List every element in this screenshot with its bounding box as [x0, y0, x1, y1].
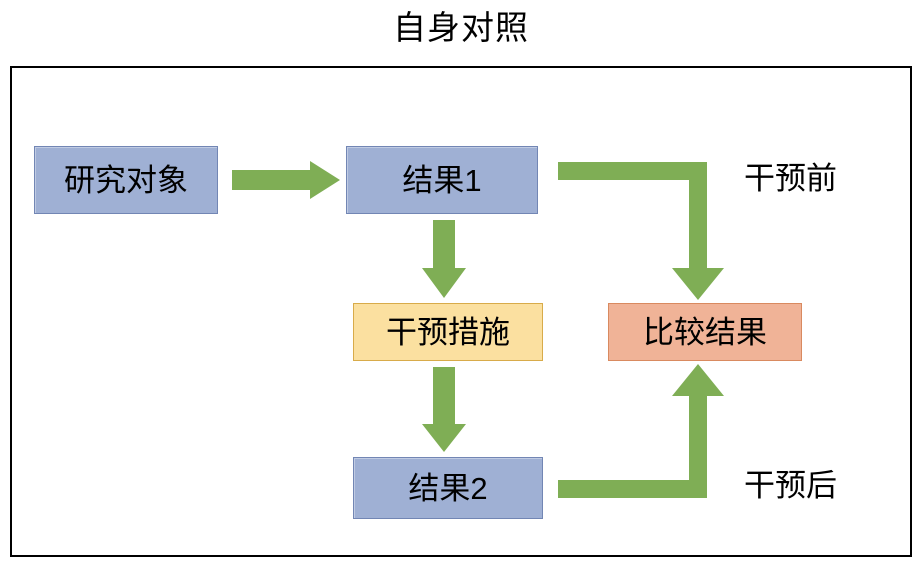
label-after-intervention: 干预后 [744, 468, 837, 503]
node-subject[interactable]: 研究对象 [34, 146, 218, 214]
diagram-border [10, 66, 912, 557]
node-result1[interactable]: 结果1 [346, 146, 538, 214]
node-result2[interactable]: 结果2 [353, 457, 543, 519]
page-title: 自身对照 [393, 9, 529, 46]
node-intervention[interactable]: 干预措施 [353, 303, 543, 361]
label-before-intervention: 干预前 [744, 161, 837, 196]
node-compare-results[interactable]: 比较结果 [608, 303, 802, 361]
